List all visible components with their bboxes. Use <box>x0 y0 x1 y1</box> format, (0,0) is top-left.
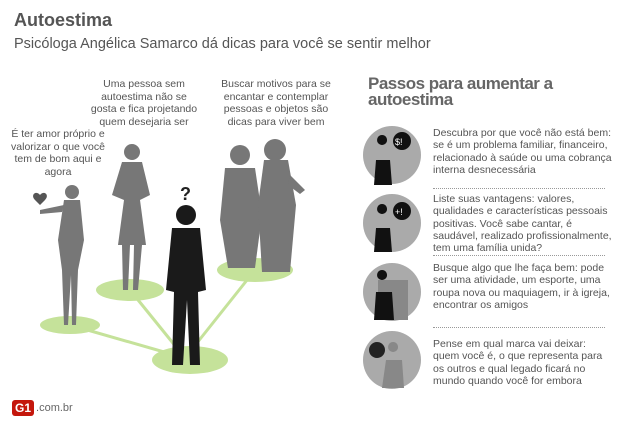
tip-no-self-esteem: Uma pessoa sem autoestima não se gosta e… <box>90 78 198 128</box>
couple-silhouette <box>220 139 305 272</box>
page-title: Autoestima <box>14 10 113 30</box>
svg-text:$!: $! <box>395 137 403 147</box>
logo-domain: .com.br <box>36 402 73 414</box>
tip-enchantment: Buscar motivos para se encantar e contem… <box>221 78 331 128</box>
divider <box>433 255 605 256</box>
divider <box>433 327 605 328</box>
step-3-text: Busque algo que lhe faça bem: pode ser u… <box>433 262 610 311</box>
step-4-text: Pense em qual marca vai deixar: quem voc… <box>433 338 603 387</box>
green-platforms <box>40 258 293 374</box>
step-1-image <box>363 126 421 184</box>
g1-logo[interactable]: G1 .com.br <box>12 400 73 416</box>
woman-heart-silhouette <box>33 185 84 325</box>
step-circles: $! +! <box>363 126 421 389</box>
page-subtitle: Psicóloga Angélica Samarco dá dicas para… <box>14 36 431 52</box>
question-mark: ? <box>180 184 191 204</box>
tip-self-love: É ter amor próprio e valorizar o que voc… <box>11 128 105 178</box>
step-2-image <box>363 194 421 252</box>
step-1-text: Descubra por que você não está bem: se é… <box>433 127 612 176</box>
g1-logo-mark: G1 <box>12 400 35 416</box>
woman-posing-silhouette <box>112 144 150 290</box>
platform <box>40 316 100 334</box>
step-2-text: Liste suas vantagens: valores, qualidade… <box>433 193 612 255</box>
svg-text:+!: +! <box>395 207 403 217</box>
central-man-silhouette: ? <box>166 184 206 365</box>
platform <box>96 279 164 301</box>
heart-icon <box>33 192 47 205</box>
divider <box>433 188 605 189</box>
steps-title: Passos para aumentar a autoestima <box>368 74 553 109</box>
